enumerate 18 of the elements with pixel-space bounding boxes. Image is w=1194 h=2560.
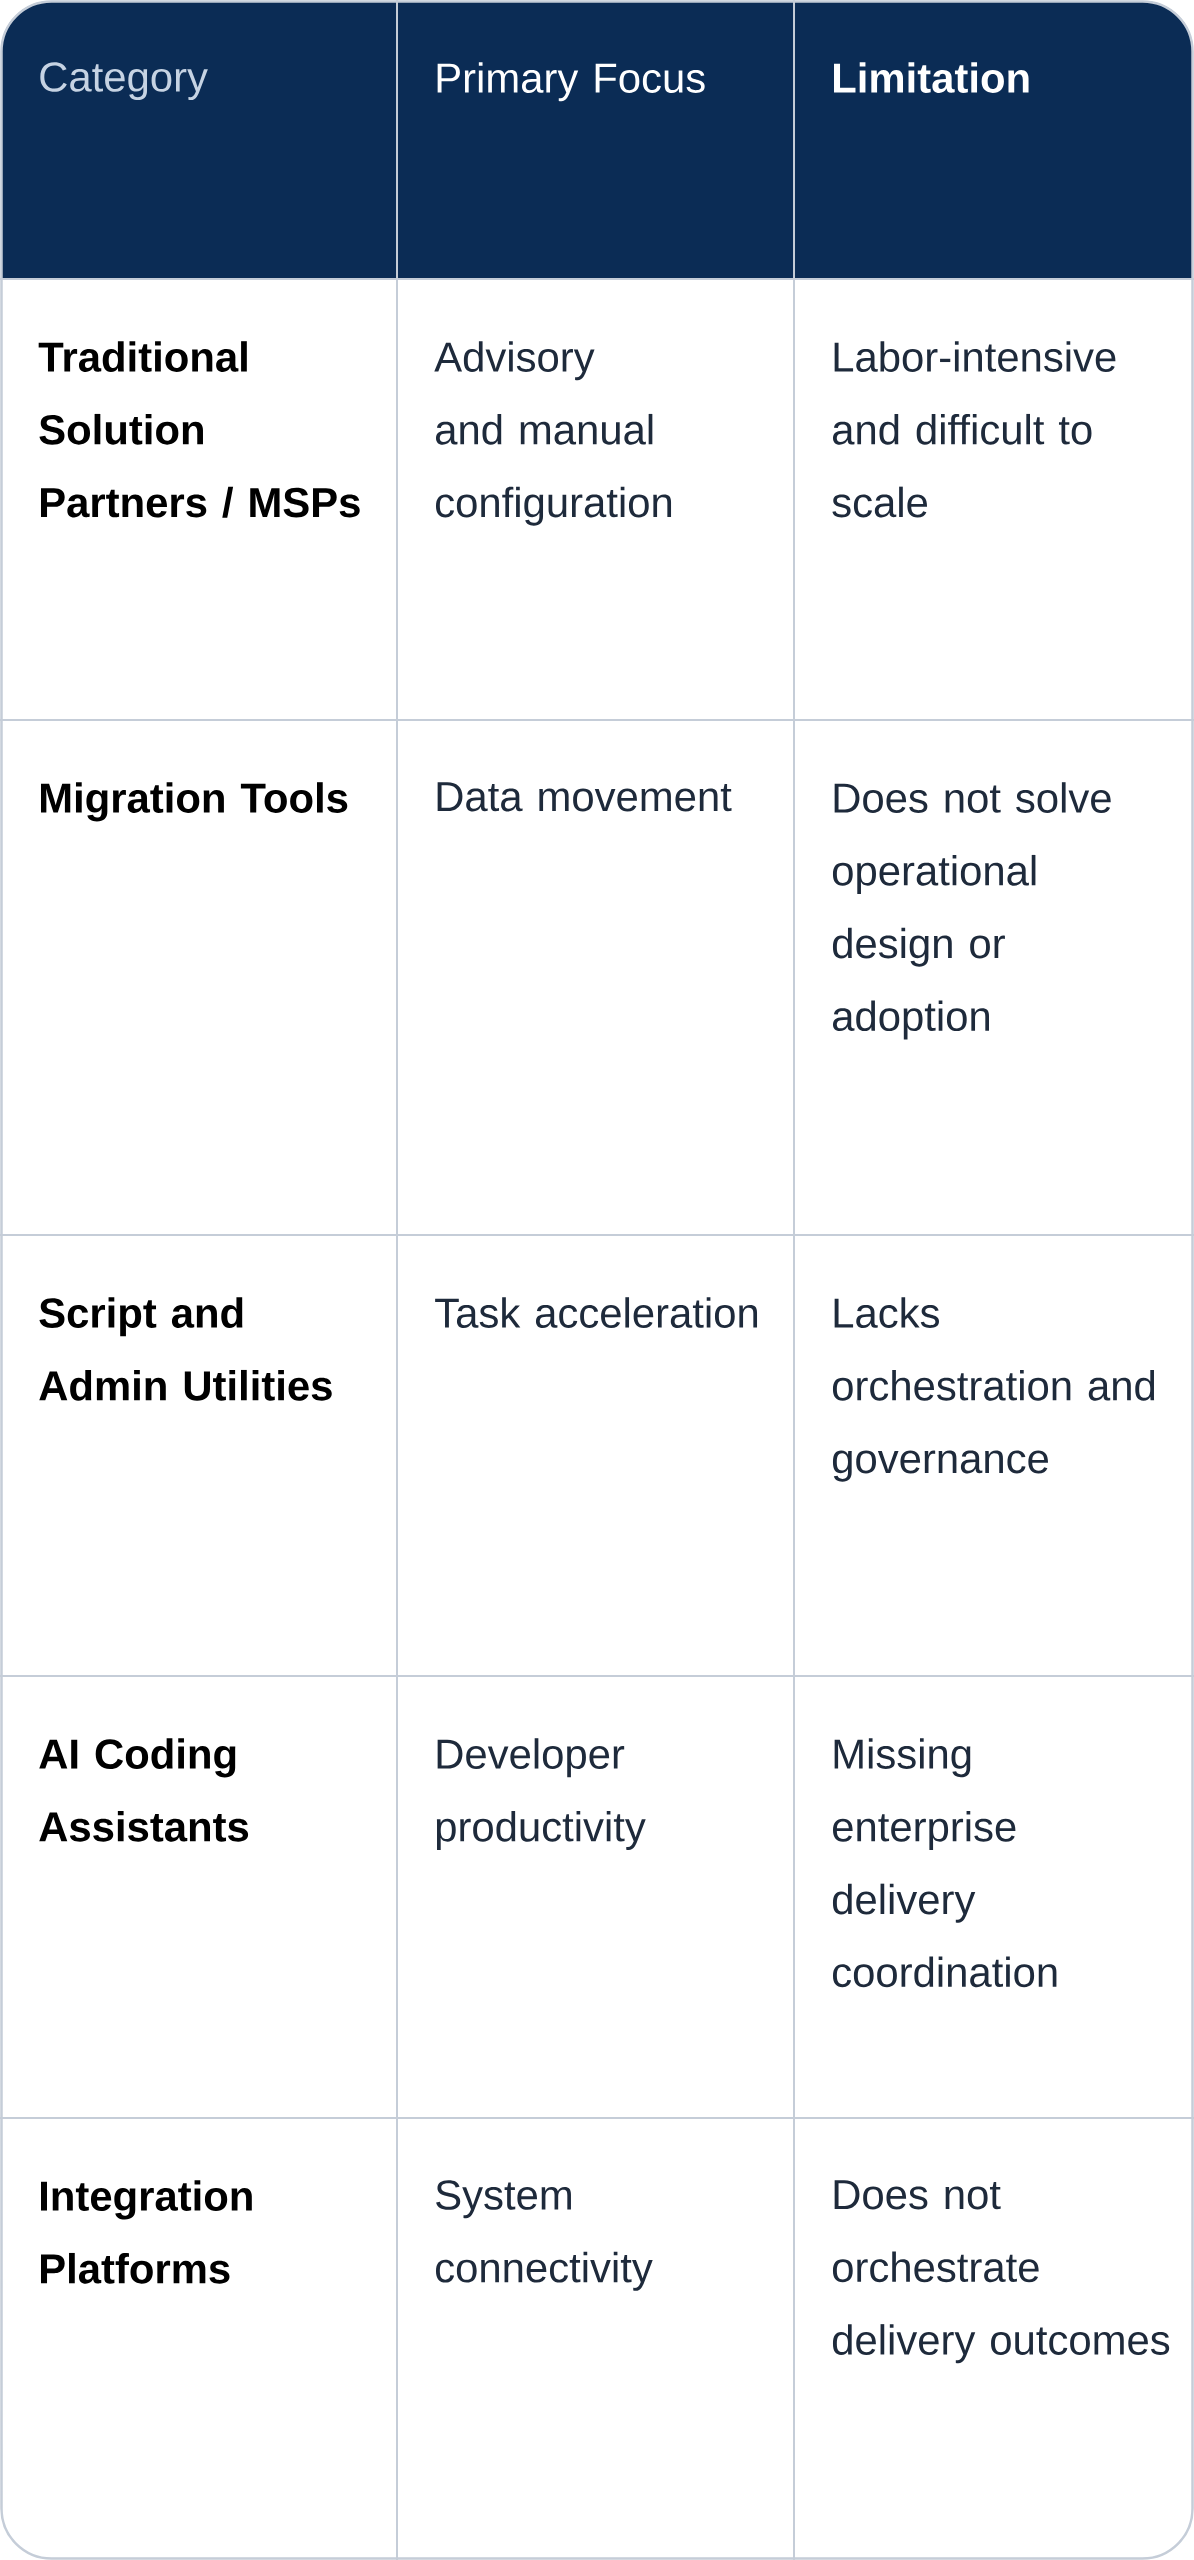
table-text: Labor-intensive and difficult to scale: [832, 341, 1116, 518]
table-text: Data movement: [437, 782, 732, 812]
table-text: Does not solve operational design or adoption: [832, 782, 1111, 1040]
category-name: Script and Admin Utilities: [39, 1297, 332, 1401]
category-name: AI Coding Assistants: [39, 1738, 249, 1842]
column-header: Primary Focus: [437, 62, 705, 102]
table-text: Does not orchestrate delivery outcomes: [832, 2180, 1170, 2364]
table-text: Developer productivity: [436, 1738, 646, 1850]
category-name: Traditional Solution Partners / MSPs: [38, 341, 360, 518]
table-text: Missing enterprise delivery coordination: [832, 1738, 1057, 1988]
column-header: Limitation: [834, 62, 1029, 93]
category-name: Integration Platforms: [41, 2180, 252, 2284]
table-text: Lacks orchestration and governance: [832, 1297, 1155, 1482]
column-header: Category: [40, 62, 208, 101]
table-text: System connectivity: [436, 2180, 653, 2291]
table-text: Task acceleration: [435, 1297, 758, 1328]
table-text: Advisory and manual configuration: [434, 341, 672, 526]
category-name: Migration Tools: [41, 782, 348, 822]
